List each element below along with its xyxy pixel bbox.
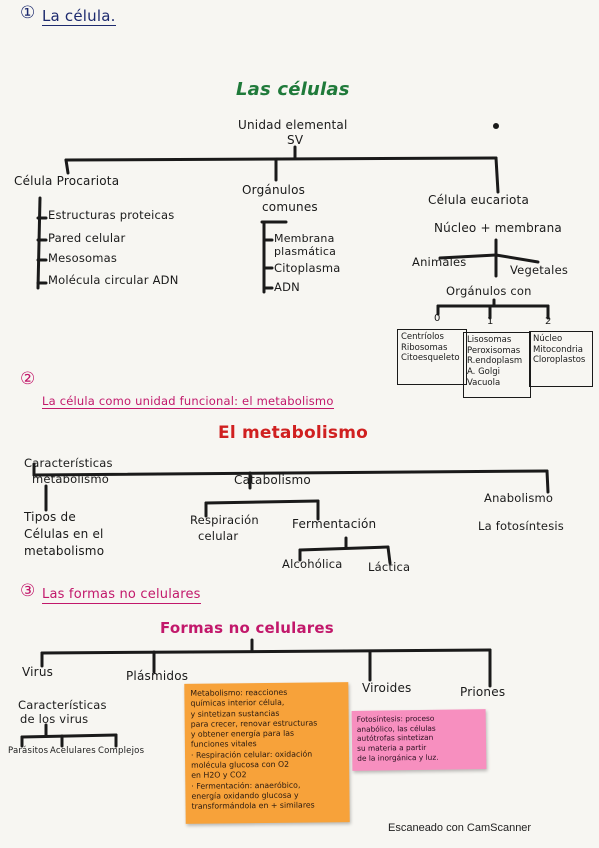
organelle-box-2: Núcleo Mitocondria Cloroplastos [529,331,593,387]
virus-leaf: Parásitos [8,746,49,756]
root-line-2: SV [287,133,304,147]
forms-heading: Formas no celulares [160,619,334,637]
section-1-number: ① [20,3,36,23]
eucariota-label: Célula eucariota [428,193,530,207]
comunes-label-1: Orgánulos [242,183,306,197]
comunes-item: Citoplasma [274,261,341,275]
comunes-item: Membrana plasmática [274,232,337,259]
virus-leaf: Complejos [98,746,145,756]
respiracion-1: Respiración [190,513,259,527]
organelle: Núcleo [533,334,563,344]
photosynthesis-sticky-note: Fotosíntesis: proceso anabólico, las cél… [351,709,487,771]
procariota-item: Estructuras proteicas [48,208,175,222]
section-2-number: ② [20,369,36,389]
mark-2: 2 [545,316,552,327]
note-line: de la inorgánica y luz. [357,752,439,763]
procariota-label: Célula Procariota [14,174,120,188]
organelle-box-0: Centríolos Ribosomas Citoesqueleto [397,329,467,385]
anabolismo-label: Anabolismo [484,491,554,505]
organelle: A. Golgi [467,366,500,377]
root-line-1: Unidad elemental [238,118,348,132]
fotosintesis-label: La fotosíntesis [478,519,564,533]
organelle: Vacuola [467,377,501,388]
viroides-label: Viroides [362,681,412,695]
priones-label: Priones [460,685,506,699]
section-1-title: La célula. [42,7,116,27]
procariota-item: Mesosomas [48,251,118,265]
vegetales-label: Vegetales [510,263,569,277]
section-2-title: La célula como unidad funcional: el meta… [42,394,334,410]
lactica-label: Láctica [368,560,411,574]
tipos-line: Tipos de [24,510,76,524]
catabolismo-label: Catabolismo [234,473,311,487]
comunes-item: ADN [274,280,300,294]
car-metab-1: Características [24,456,113,470]
organelle: Citoesqueleto [401,353,460,364]
organelle: Lisosomas [467,335,512,345]
organelle-box-1: Lisosomas Peroxisomas R.endoplasm A. Gol… [463,332,531,398]
organulos-con-label: Orgánulos con [446,284,532,298]
car-virus-2: de los virus [20,712,89,726]
scanner-watermark: Escaneado con CamScanner [388,822,532,834]
eucariota-sub: Núcleo + membrana [434,221,562,235]
virus-leaf: Acelulares [50,746,96,756]
alcoholica-label: Alcohólica [282,557,343,571]
mark-0: 0 [434,313,441,324]
respiracion-2: celular [198,529,239,543]
organelle: Peroxisomas [467,345,521,356]
comunes-label-2: comunes [262,200,318,214]
car-virus-1: Características [18,698,107,712]
car-metab-2: metabolismo [32,472,109,486]
section-3-number: ③ [20,581,36,601]
cells-heading: Las células [236,79,350,100]
note-line: transformándola en + similares [191,800,315,811]
tipos-line: Células en el [24,527,104,541]
animales-label: Animales [412,255,467,269]
organelle: Cloroplastos [533,355,586,366]
mark-1: 1 [487,316,494,327]
organelle: Mitocondria [533,344,583,355]
organelle: R.endoplasm [467,356,523,367]
section-3-title: Las formas no celulares [42,587,201,604]
organelle: Ribosomas [401,342,448,353]
virus-label: Virus [22,665,54,679]
tipos-line: metabolismo [24,544,105,558]
procariota-item: Pared celular [48,231,126,245]
plasmidos-label: Plásmidos [126,669,189,683]
organelle: Centríolos [401,332,444,342]
procariota-item: Molécula circular ADN [48,273,179,287]
metabolism-sticky-note: Metabolismo: reacciones químicas interio… [184,682,350,824]
metabolism-heading: El metabolismo [218,423,369,443]
fermentacion-label: Fermentación [292,517,377,531]
